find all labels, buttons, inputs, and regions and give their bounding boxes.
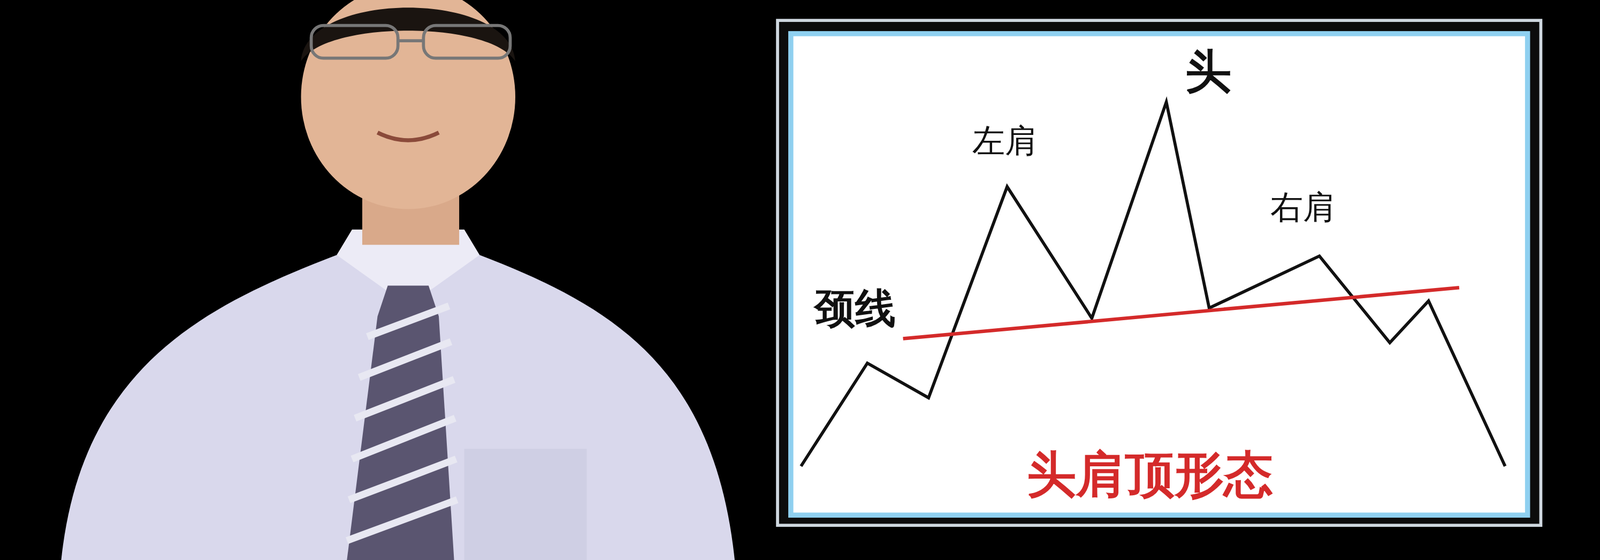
presenter bbox=[61, 0, 735, 560]
head-label: 头 bbox=[1185, 46, 1232, 97]
shoulder-label: 左肩 bbox=[972, 123, 1038, 159]
panel-board bbox=[790, 33, 1528, 515]
pattern-caption: 头肩顶形态 bbox=[1026, 447, 1274, 502]
price-line bbox=[801, 102, 1506, 467]
shoulder-label: 右肩 bbox=[1270, 189, 1336, 226]
neckline bbox=[903, 287, 1460, 339]
neckline-label: 颈线 bbox=[814, 285, 896, 331]
panel-frame bbox=[777, 20, 1541, 525]
